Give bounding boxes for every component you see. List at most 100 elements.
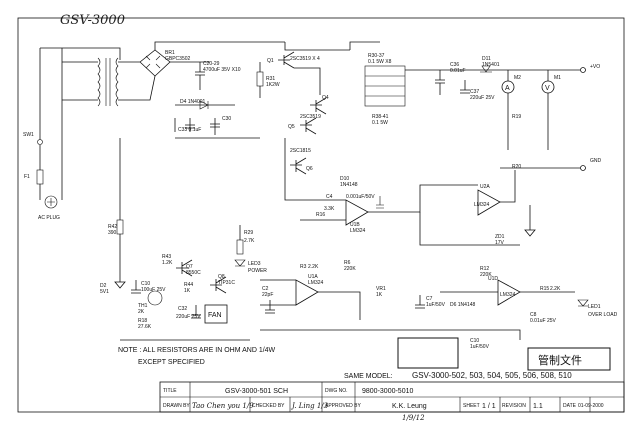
u1d-part-label: LM324: [500, 292, 516, 298]
d4-label: D4 1N4001: [180, 99, 206, 105]
d10-part-label: 1N4148: [340, 182, 358, 188]
c20-value-label: 4700uF 35V X10: [203, 67, 241, 73]
dwg-no-label: DWG NO.: [325, 388, 348, 394]
same-model-list: GSV-3000-502, 503, 504, 505, 506, 508, 5…: [412, 371, 572, 380]
checked-by-label: CHECKED BY: [252, 403, 285, 409]
r6-label: R6: [344, 260, 351, 266]
c32-label: C32: [178, 306, 187, 312]
title-label: TITLE: [163, 388, 177, 394]
r31-label: R31: [266, 76, 275, 82]
c4-value-label: 0.001uF/50V: [346, 194, 375, 200]
date-label: DATE: [563, 403, 577, 409]
led1-overload-label: OVER LOAD: [588, 312, 618, 318]
c30-label: C30: [222, 116, 231, 122]
r18-value-label: 27.6K: [138, 324, 152, 330]
c37-label: C37: [470, 89, 479, 95]
led1-label: LED1: [588, 304, 601, 310]
r15-value-label: 2.2K: [550, 286, 561, 292]
u1b-part-label: LM324: [350, 228, 366, 234]
r44-value-label: 1K: [184, 288, 191, 294]
same-model-prefix: SAME MODEL:: [344, 373, 393, 380]
q6-label: Q6: [306, 166, 313, 172]
c2-label: C2: [262, 286, 269, 292]
r12-label: R12: [480, 266, 489, 272]
fan-control-section: R42 390 D2 5V1 C10 100uF 25V TH1 2K R18 …: [100, 138, 267, 341]
title-value: GSV-3000-501 SCH: [225, 388, 288, 395]
vr1-label: VR1: [376, 286, 386, 292]
led3-power-label: POWER: [248, 268, 267, 274]
c8-label: C8: [530, 312, 537, 318]
br1-label: BR1: [165, 50, 175, 56]
d10-label: D10: [340, 176, 349, 182]
revision-value: 1.1: [533, 403, 543, 410]
q1-part-label: 2SC3519 X 4: [290, 56, 320, 62]
u1d-label: U1D: [488, 276, 498, 282]
c4-label: C4: [326, 194, 333, 200]
bridge-rectifier: BR1 GBPC3502: [118, 41, 285, 101]
c33-label: C33 0.1uF: [178, 127, 201, 133]
q1-label: Q1: [267, 58, 274, 64]
q4-part-label: 2SC3519: [300, 114, 321, 120]
drawn-by-label: DRAWN BY: [163, 403, 190, 409]
c10-label: C10: [141, 281, 150, 287]
br1-part-label: GBPC3502: [165, 56, 191, 62]
r15-label: R15: [540, 286, 549, 292]
u1a-part-label: LM324: [308, 280, 324, 286]
c10b-value-label: 1uF/50V: [470, 344, 490, 350]
f1-label: F1: [24, 174, 30, 180]
date-value: 01-09-2000: [578, 403, 604, 409]
r29-label: R29: [244, 230, 253, 236]
ac-input-section: SW1 F1 AC PLUG: [23, 47, 121, 221]
plus-vo-label: +VO: [590, 64, 600, 70]
control-stamp: [527, 347, 611, 371]
emitter-resistors: R30-37 0.1 5W X8 R38-41 0.1 5W: [355, 41, 580, 126]
q8-part-label: TIP31C: [218, 280, 235, 286]
note-line-1: NOTE : ALL RESISTORS ARE IN OHM AND 1/4W: [118, 347, 276, 354]
title-block: TITLE GSV-3000-501 SCH DWG NO. 9800-3000…: [159, 381, 625, 422]
note-line-2: EXCEPT SPECIFIED: [138, 359, 205, 366]
c7-label: C7: [426, 296, 433, 302]
plus-vo-terminal[interactable]: [580, 67, 586, 73]
c32-value-label: 220uF 25V: [176, 314, 201, 320]
r30-label: R30-37: [368, 53, 385, 59]
th1-label: TH1: [138, 303, 148, 309]
vr1-value-label: 1K: [376, 292, 383, 298]
u2a-label: U2A: [480, 184, 490, 190]
control-stamp-text: 管制文件: [538, 353, 582, 367]
approved-by-label: APPROVED BY: [325, 403, 362, 409]
c8-value-label: 0.01uF 25V: [530, 318, 557, 324]
d11-label: D11: [482, 56, 491, 62]
d11-part-label: 1N5401: [482, 62, 500, 68]
aux-supply: D4 1N4001 C33 0.1uF C30: [174, 99, 260, 139]
r16-label: R16: [316, 212, 325, 218]
dwg-no-value: 9800-3000-5010: [362, 388, 413, 395]
q7-label: Q7: [186, 264, 193, 270]
r29-value-label: 2.7K: [244, 238, 255, 244]
c37-value-label: 220uF 25V: [470, 95, 495, 101]
u2a-part-label: LM324: [474, 202, 490, 208]
c36-value-label: 0.01uF: [450, 68, 466, 74]
d2-label: D2: [100, 283, 107, 289]
r42-label: R42: [108, 224, 117, 230]
revision-label: REVISION: [502, 403, 526, 409]
approved-by-value: K.K. Leung: [392, 403, 427, 410]
meter-a-label: A: [505, 85, 510, 92]
filter-capacitor-bank: C20-29 4700uF 35V X10 R31 1K2W: [195, 61, 280, 98]
r42-value-label: 390: [108, 230, 117, 236]
gnd-terminal[interactable]: [580, 165, 586, 171]
r38-value-label: 0.1 5W: [372, 120, 388, 126]
r43-label: R43: [162, 254, 171, 260]
handwritten-title: GSV-3000: [60, 13, 125, 28]
r31-value-label: 1K2W: [266, 82, 280, 88]
thermistor-th1: [147, 290, 163, 306]
r38-label: R38-41: [372, 114, 389, 120]
sheet-label: SHEET: [463, 403, 480, 409]
ac-plug-label: AC PLUG: [38, 215, 60, 221]
current-limit-section: U1A LM324 R3 2.2K R6 220K VR1 1K C2 22pF…: [260, 260, 618, 350]
meter-v-label: V: [545, 85, 550, 92]
q6-part-label: 2SC1815: [290, 148, 311, 154]
r16-value-label: 3.3K: [324, 206, 335, 212]
r43-value-label: 1.2K: [162, 260, 173, 266]
sheet-value: 1 / 1: [482, 403, 496, 410]
